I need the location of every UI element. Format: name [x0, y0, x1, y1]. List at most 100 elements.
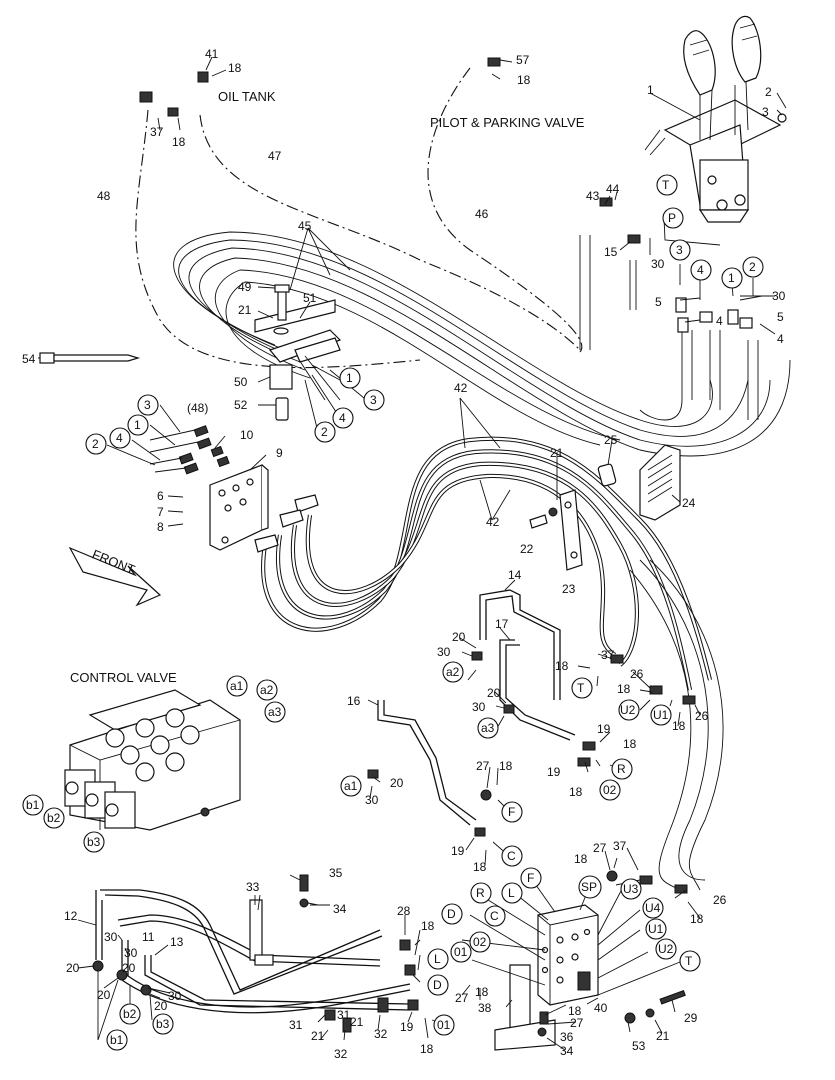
- label-53: 53: [632, 1039, 646, 1053]
- label-27-b: 27: [593, 841, 607, 855]
- port-F-b: F: [527, 871, 534, 885]
- label-10: 10: [240, 428, 254, 442]
- port-P-a: P: [668, 211, 676, 225]
- label-57: 57: [516, 53, 530, 67]
- label-30-h: 30: [168, 989, 182, 1003]
- label-26-b: 26: [695, 709, 709, 723]
- label-26-a: 26: [630, 667, 644, 681]
- terminal-block-24: [597, 444, 681, 521]
- label-14: 14: [508, 568, 522, 582]
- port-L-b: L: [434, 952, 441, 966]
- label-42-a: 42: [454, 381, 468, 395]
- label-20-c: 20: [390, 776, 404, 790]
- steel-tubes: [95, 589, 576, 1014]
- label-47: 47: [268, 149, 282, 163]
- label-27-c: 27: [455, 991, 469, 1005]
- dashed-lines: [135, 67, 583, 369]
- label-18-j: 18: [473, 860, 487, 874]
- bracket-23: [529, 489, 583, 571]
- port-T-c: T: [685, 954, 693, 968]
- label-37-b: 37: [601, 648, 615, 662]
- label-18-c: 18: [517, 73, 531, 87]
- label-32-a: 32: [374, 1027, 388, 1041]
- label-20-d: 20: [66, 961, 80, 975]
- control-valve-body: [64, 689, 241, 831]
- port-4-a: 4: [697, 263, 704, 277]
- label-27-a: 27: [476, 759, 490, 773]
- port-b3-a: b3: [87, 835, 101, 849]
- label-18-a: 18: [228, 61, 242, 75]
- label-20-g: 20: [154, 999, 168, 1013]
- manifold-block-40: [494, 904, 599, 1051]
- port-1-a: 1: [728, 271, 735, 285]
- port-01-a: 01: [454, 945, 468, 959]
- label-18-f: 18: [672, 719, 686, 733]
- label-18-o: 18: [475, 985, 489, 999]
- label-31-a: 31: [337, 1008, 351, 1022]
- port-a1-b: a1: [344, 779, 358, 793]
- pilot-valve-assembly: [644, 15, 787, 223]
- label-4-b: 4: [777, 332, 784, 346]
- label-18-k: 18: [574, 852, 588, 866]
- port-2-a: 2: [749, 260, 756, 274]
- part-number-labels: 1 2 3 43 44 15 30 30 5 4 5 4 41 18 37 18…: [22, 47, 786, 1061]
- label-7: 7: [157, 505, 164, 519]
- label-32-b: 32: [334, 1047, 348, 1061]
- label-20-e: 20: [122, 961, 136, 975]
- pilot-parking-valve-label: PILOT & PARKING VALVE: [430, 115, 585, 130]
- label-38: 38: [478, 1001, 492, 1015]
- label-18-h: 18: [569, 785, 583, 799]
- port-a3-b: a3: [481, 721, 495, 735]
- label-11: 11: [142, 930, 155, 944]
- port-L-a: L: [508, 886, 515, 900]
- label-20-b: 20: [487, 686, 501, 700]
- label-28: 28: [397, 904, 411, 918]
- label-40: 40: [594, 1001, 608, 1015]
- label-12: 12: [64, 909, 78, 923]
- port-U2-b: U2: [658, 942, 674, 956]
- label-20-f: 20: [97, 988, 111, 1002]
- port-U3: U3: [623, 882, 639, 896]
- label-30-b: 30: [772, 289, 786, 303]
- port-SP: SP: [581, 880, 597, 894]
- label-21-c: 21: [350, 1015, 364, 1029]
- label-51: 51: [303, 291, 317, 305]
- label-9: 9: [276, 446, 283, 460]
- label-41: 41: [205, 47, 219, 61]
- port-a2-a: a2: [260, 683, 274, 697]
- label-52: 52: [234, 398, 248, 412]
- label-22: 22: [520, 542, 534, 556]
- label-43: 43: [586, 189, 600, 203]
- port-R-a: R: [617, 762, 626, 776]
- port-b3-b: b3: [156, 1017, 170, 1031]
- label-4-a: 4: [716, 314, 723, 328]
- label-49: 49: [238, 280, 252, 294]
- label-19-b: 19: [547, 765, 561, 779]
- label-6: 6: [157, 489, 164, 503]
- hose-bundle-upper: [173, 231, 791, 457]
- label-30-a: 30: [651, 257, 665, 271]
- bracket-9: [209, 464, 269, 551]
- label-15: 15: [604, 245, 618, 259]
- label-21-b: 21: [550, 446, 564, 460]
- fittings-cluster: [149, 425, 319, 553]
- pilot-vertical-hoses: [579, 235, 759, 421]
- label-8: 8: [157, 520, 164, 534]
- tie-strap-54: [39, 352, 141, 364]
- label-37-c: 37: [613, 839, 627, 853]
- port-b2-a: b2: [47, 811, 61, 825]
- port-b2-b: b2: [123, 1007, 137, 1021]
- label-45: 45: [298, 219, 312, 233]
- small-fittings: [92, 57, 753, 1037]
- label-54: 54: [22, 352, 36, 366]
- label-18-l: 18: [690, 912, 704, 926]
- label-18-e: 18: [617, 682, 631, 696]
- label-23: 23: [562, 582, 576, 596]
- circled-port-labels: T P 3 4 1 2 1 3 4 2 3 1 4 2 a1 a2 a3 b1 …: [22, 174, 764, 1051]
- label-27-d: 27: [570, 1016, 584, 1030]
- label-25: 25: [604, 433, 618, 447]
- hose-bundle-s-curve: [261, 436, 724, 891]
- label-29: 29: [684, 1011, 698, 1025]
